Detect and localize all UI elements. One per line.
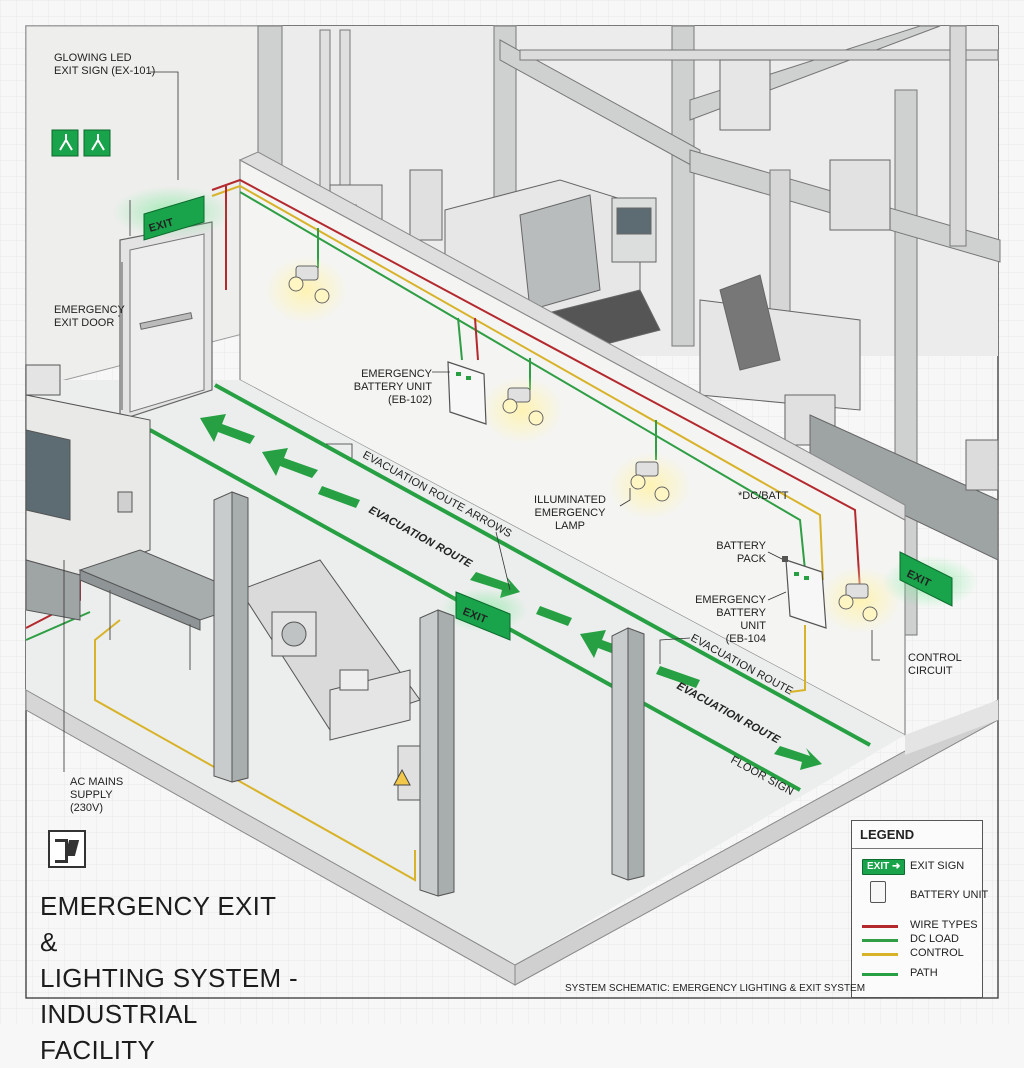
floor-arrow [774,746,822,770]
label-battery-unit-102: EMERGENCY BATTERY UNIT (EB-102) [353,368,432,406]
legend-exit-chip: EXIT ➜ [862,859,906,875]
title-line-1: EMERGENCY EXIT & [40,891,276,957]
legend-swatch-red [862,925,898,928]
right-hall-equipment [699,59,999,561]
lamp-fixture [630,461,670,502]
floor-dash [656,666,700,688]
legend-battery-label: BATTERY UNIT [910,889,989,901]
floor-arrow [262,448,318,478]
floor-dash [536,606,572,626]
battery-unit-icon [870,881,886,903]
legend-control: CONTROL [910,947,964,959]
label-illuminated-lamp: ILLUMINATED EMERGENCY LAMP [534,494,606,532]
label-dc-batt: *DC/BATT [738,490,789,502]
structural-columns [213,491,645,897]
title-line-2: LIGHTING SYSTEM - [40,963,298,993]
legend-heading: LEGEND [860,827,915,842]
exit-logo-icon [48,830,86,868]
exit-sign-right: EXIT [899,551,953,607]
legend-path: PATH [910,967,938,979]
conveyor-front-left [78,549,421,801]
floor-dash [318,486,360,508]
label-battery-pack: BATTERY PACK [716,540,766,565]
emergency-lamps [264,256,902,634]
legend-swatch-green [862,939,898,942]
label-battery-unit-104: EMERGENCY BATTERY UNIT (EB-104 [695,594,766,645]
floor-edge-corner [905,700,998,755]
label-exit-sign: GLOWING LED EXIT SIGN (EX-101) [54,52,156,77]
label-control-circuit: CONTROL CIRCUIT [908,652,962,677]
label-ac-mains: AC MAINS SUPPLY (230V) [70,776,124,814]
legend-swatch-yellow [862,953,898,956]
facility-isometric-diagram: EXIT [0,0,1024,1024]
front-left-machine [25,364,151,621]
exit-sign-ex101: EXIT [143,195,205,241]
wall-wiring [25,178,861,882]
floor-arrow [200,414,255,444]
legend-swatch-path [862,973,898,976]
leader-lines [63,71,880,772]
lamp-fixture [838,583,878,622]
partition-wall-top [238,151,906,521]
lamp-fixture [502,387,544,426]
battery-unit-eb102 [447,361,487,425]
title-block: EMERGENCY EXIT & LIGHTING SYSTEM - INDUS… [40,888,300,1068]
title-line-3: INDUSTRIAL FACILITY [40,999,197,1065]
legend-exit-sign-label: EXIT SIGN [910,860,965,872]
floor-exit-sign: EXIT [455,591,511,641]
battery-pack-marker [782,556,788,562]
legend-dc-load: DC LOAD [910,933,959,945]
emergency-exit-door[interactable] [119,221,213,421]
lamp-fixture [288,265,330,304]
footer-caption: SYSTEM SCHEMATIC: EMERGENCY LIGHTING & E… [565,983,866,994]
label-exit-door: EMERGENCY EXIT DOOR [54,304,125,329]
battery-unit-eb104 [785,559,827,629]
legend-panel: LEGEND EXIT ➜ EXIT SIGN BATTERY UNIT WIR… [851,820,988,998]
exit-pictogram-icons [51,129,111,157]
legend-wire-types: WIRE TYPES [910,919,978,931]
